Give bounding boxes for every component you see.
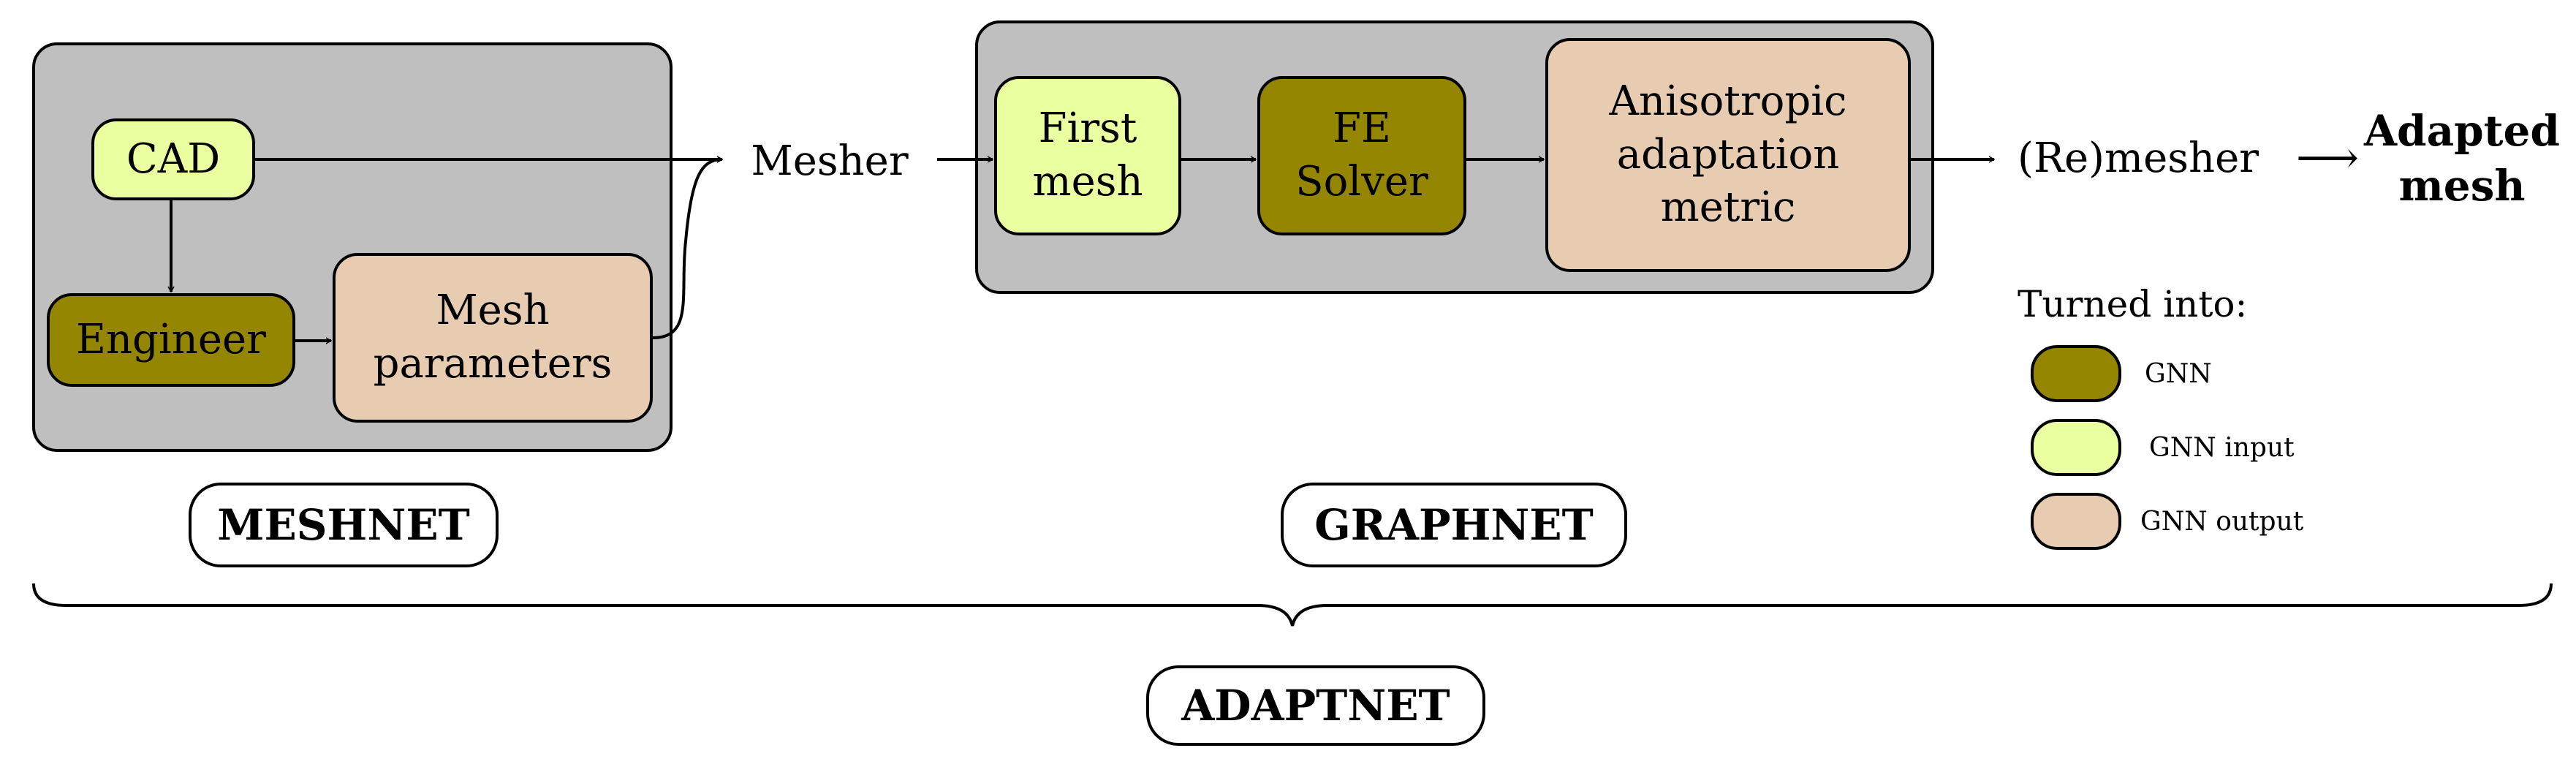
legend-swatch-gnn-output — [2031, 493, 2121, 550]
legend-swatch-gnn — [2031, 345, 2121, 402]
anisotropic-metric-node: Anisotropic adaptation metric — [1545, 38, 1911, 272]
cad-node: CAD — [91, 118, 255, 200]
legend-title: Turned into: — [2018, 283, 2248, 325]
first-mesh-node: First mesh — [994, 76, 1181, 235]
mesh-parameters-node: Mesh parameters — [333, 253, 653, 423]
adaptnet-brace — [32, 583, 2553, 627]
remesher-arrow-glyph: ⟶ — [2295, 132, 2359, 184]
legend-label-gnn-output: GNN output — [2140, 506, 2304, 537]
legend-label-gnn: GNN — [2145, 358, 2212, 389]
meshnet-tag: MESHNET — [189, 483, 499, 567]
arrow-parameters-to-mesher — [652, 159, 722, 339]
graphnet-tag: GRAPHNET — [1281, 483, 1627, 567]
remesher-label: (Re)mesher — [2018, 134, 2259, 182]
legend-swatch-gnn-input — [2031, 419, 2121, 476]
adapted-mesh-label: Adapted mesh — [2364, 105, 2560, 211]
mesher-label: Mesher — [751, 137, 909, 185]
adaptnet-tag: ADAPTNET — [1146, 665, 1485, 746]
fe-solver-node: FE Solver — [1257, 76, 1466, 235]
legend-label-gnn-input: GNN input — [2149, 432, 2295, 463]
engineer-node: Engineer — [47, 293, 295, 387]
